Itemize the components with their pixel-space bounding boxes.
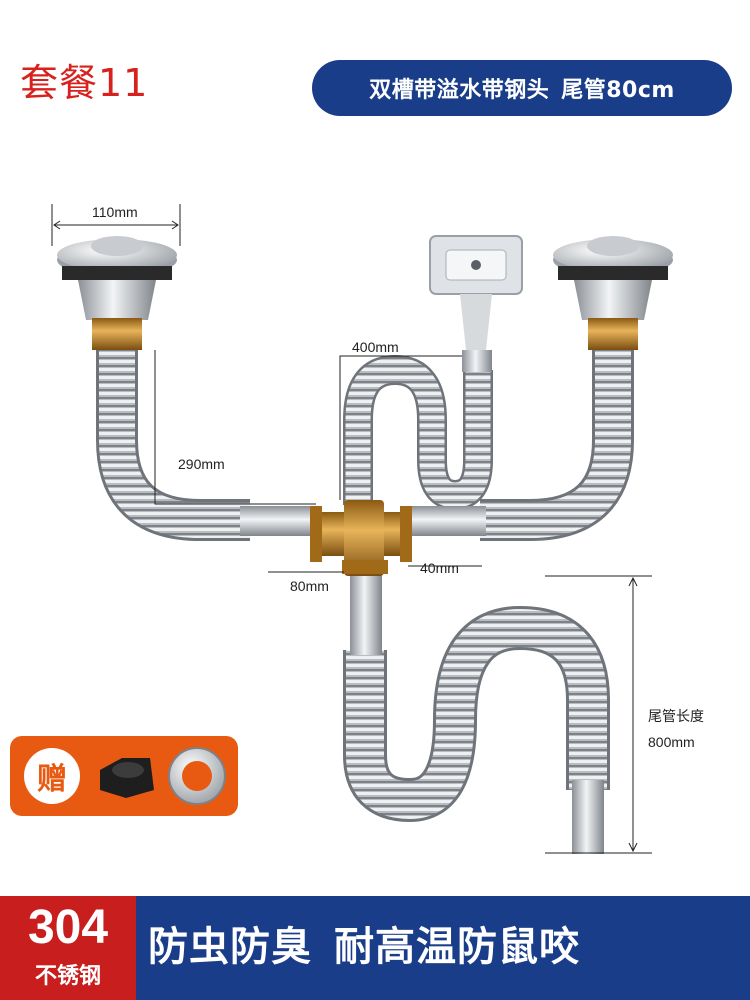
overflow-nut	[462, 350, 492, 372]
dim-drop-length: 290mm	[178, 456, 225, 472]
dim-strainer-width: 110mm	[92, 204, 138, 220]
top-banner: 双槽带溢水带钢头 尾管80cm	[312, 60, 732, 116]
vertical-drop-pipe	[350, 575, 382, 655]
right-sink-strainer	[553, 236, 673, 350]
slogan-part-2: 耐高温防鼠咬	[334, 924, 580, 970]
overflow-corrugated-hose	[343, 354, 493, 511]
overflow-head	[429, 235, 523, 350]
dimension-lines	[51, 204, 652, 854]
gift-steel-washer	[168, 747, 226, 805]
left-corrugated-hose	[96, 350, 250, 541]
dim-tail-label: 尾管长度	[648, 708, 704, 724]
slogan-part-1: 防虫防臭	[148, 924, 312, 970]
material-number: 304	[27, 901, 109, 954]
slogan: 防虫防臭耐高温防鼠咬	[148, 914, 744, 972]
gift-label: 赠	[24, 748, 80, 804]
left-sink-strainer	[57, 236, 177, 350]
dim-tee-right: 40mm	[420, 560, 459, 576]
gift-rubber-gasket	[100, 758, 154, 798]
dim-tail-length: 800mm	[648, 734, 695, 750]
right-straight-pipe	[406, 506, 486, 536]
package-title: 套餐11	[20, 61, 149, 105]
dim-overflow-hose: 400mm	[352, 339, 399, 355]
gift-badge: 赠	[10, 736, 238, 816]
brass-tee-connector	[310, 500, 412, 576]
right-corrugated-hose	[480, 350, 634, 541]
dim-tee-left: 80mm	[290, 578, 329, 594]
left-straight-pipe	[240, 506, 320, 536]
banner-text-tail: 尾管80cm	[561, 78, 675, 103]
tail-pipe	[572, 780, 604, 854]
drain-corrugated-hose	[343, 605, 610, 823]
material-box: 304 不锈钢	[0, 896, 136, 1000]
material-label: 不锈钢	[34, 964, 101, 989]
banner-text-main: 双槽带溢水带钢头	[369, 78, 550, 103]
